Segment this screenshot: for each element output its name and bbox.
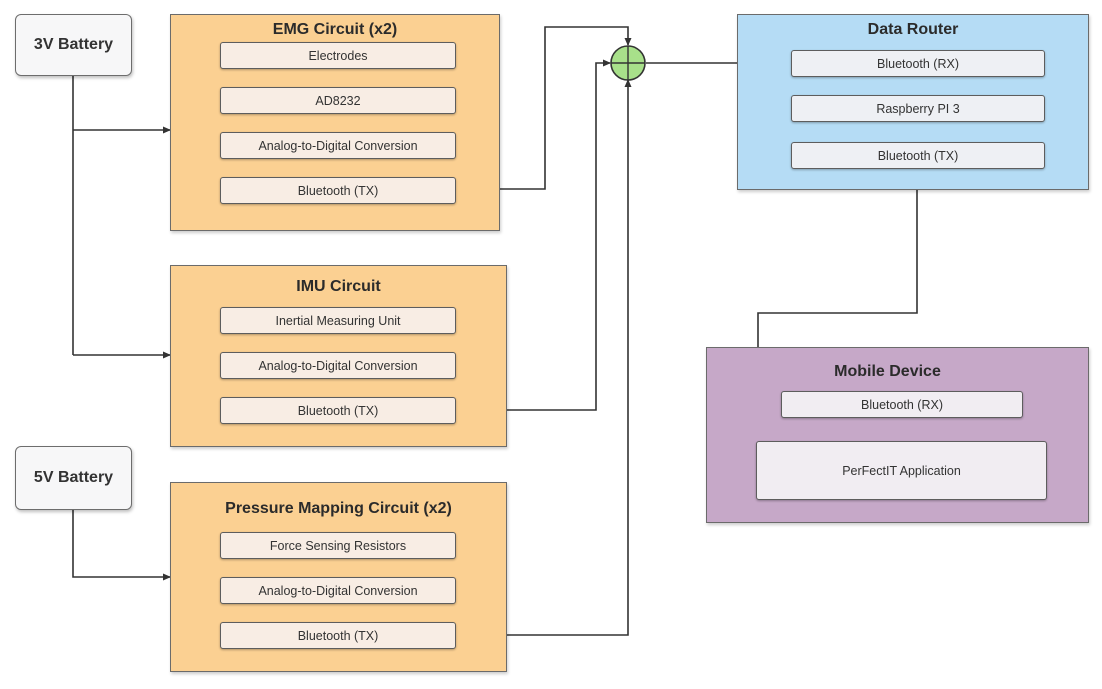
router-node-raspberry-pi: Raspberry PI 3	[791, 95, 1045, 122]
battery-3v: 3V Battery	[15, 14, 132, 76]
pressure-node-bluetooth-tx: Bluetooth (TX)	[220, 622, 456, 649]
emg-circuit-title: EMG Circuit (x2)	[272, 21, 398, 38]
router-node-bluetooth-tx: Bluetooth (TX)	[791, 142, 1045, 169]
imu-node-bluetooth-tx: Bluetooth (TX)	[220, 397, 456, 424]
imu-node-adc: Analog-to-Digital Conversion	[220, 352, 456, 379]
power-line-5v	[72, 510, 171, 581]
emg-node-bluetooth-tx: Bluetooth (TX)	[220, 177, 456, 204]
imu-circuit-title: IMU Circuit	[296, 278, 381, 295]
battery-3v-label: 3V Battery	[33, 36, 114, 53]
imu-node-inertial: Inertial Measuring Unit	[220, 307, 456, 334]
mobile-device-title: Mobile Device	[834, 363, 941, 380]
mobile-node-perfectit-app: PerFectIT Application	[756, 441, 1047, 500]
emg-node-electrodes: Electrodes	[220, 42, 456, 69]
mobile-node-bluetooth-rx: Bluetooth (RX)	[781, 391, 1023, 418]
battery-5v: 5V Battery	[15, 446, 132, 510]
router-node-bluetooth-rx: Bluetooth (RX)	[791, 50, 1045, 77]
pressure-node-fsr: Force Sensing Resistors	[220, 532, 456, 559]
summing-junction-icon	[610, 45, 646, 81]
pressure-node-adc: Analog-to-Digital Conversion	[220, 577, 456, 604]
data-router-title: Data Router	[867, 21, 959, 38]
emg-node-ad8232: AD8232	[220, 87, 456, 114]
pressure-circuit-title: Pressure Mapping Circuit (x2)	[225, 500, 452, 517]
battery-5v-label: 5V Battery	[33, 469, 114, 486]
emg-node-adc: Analog-to-Digital Conversion	[220, 132, 456, 159]
